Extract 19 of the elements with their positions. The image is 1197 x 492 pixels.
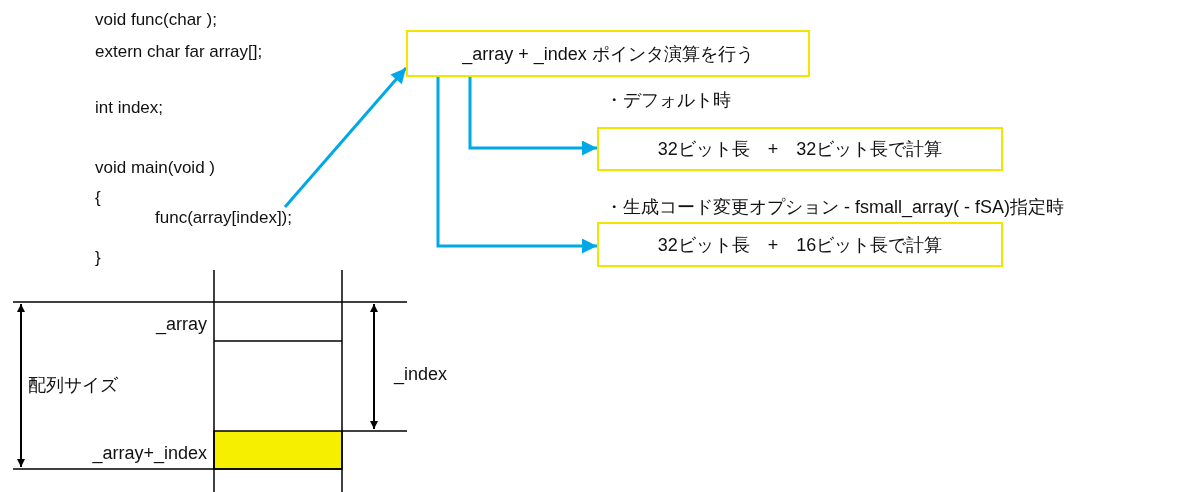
code-line: func(array[index]); — [155, 207, 292, 229]
arrow — [436, 77, 597, 254]
callout-box: 32ビット長 + 32ビット長で計算 — [597, 127, 1003, 171]
code-line: } — [95, 247, 101, 269]
arrow — [283, 67, 408, 208]
note-text: ・デフォルト時 — [605, 89, 731, 111]
code-line: int index; — [95, 97, 164, 119]
callout-box: 32ビット長 + 16ビット長で計算 — [597, 222, 1003, 267]
code-line: void func(char ); — [95, 9, 217, 31]
code-line: extern char far array[]; — [95, 41, 263, 63]
address-label: _array+_index — [92, 442, 207, 464]
callout-box: _array + _index ポインタ演算を行う — [406, 30, 810, 77]
dimension-label: 配列サイズ — [28, 374, 118, 396]
address-label: _array — [155, 313, 207, 335]
note-text: ・生成コード変更オプション - fsmall_array( - fSA)指定時 — [605, 196, 1065, 218]
code-line: void main(void ) — [95, 157, 215, 179]
arrow — [468, 77, 597, 156]
dimension-label: _index — [394, 363, 448, 385]
code-line: { — [95, 187, 101, 209]
